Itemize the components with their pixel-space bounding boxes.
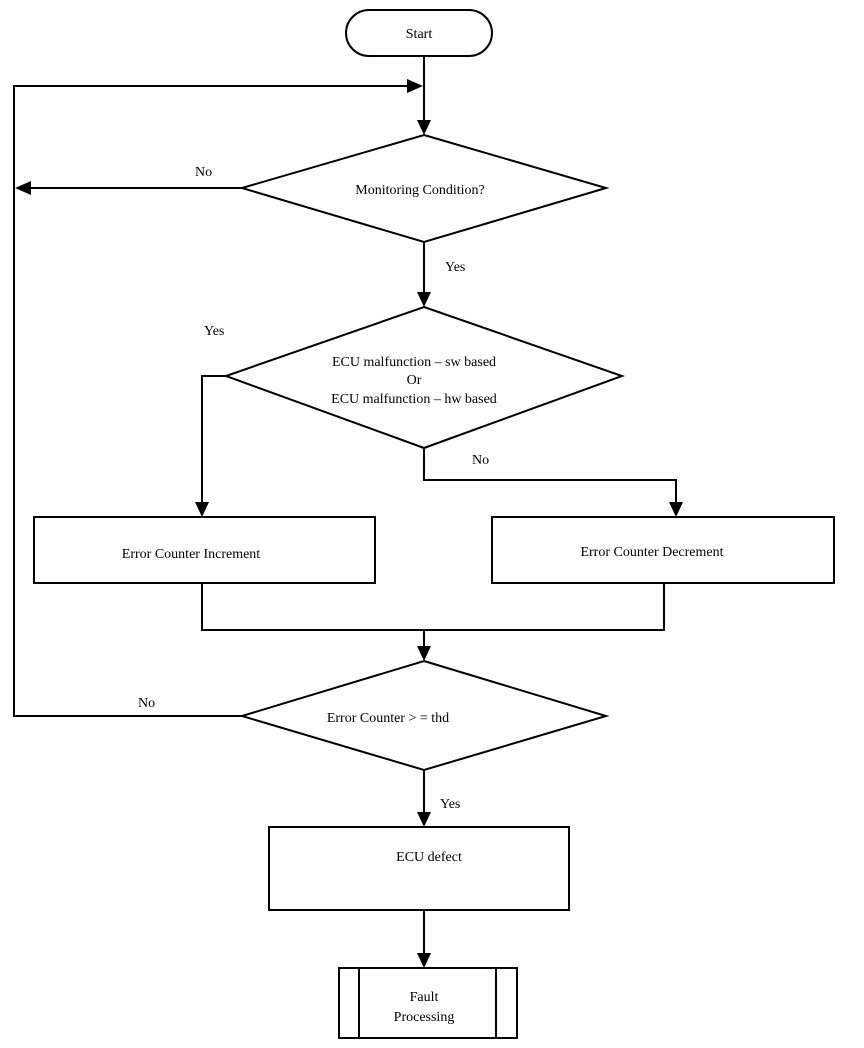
defect-box: [268, 826, 570, 911]
arrowhead-to-increment: [195, 502, 209, 517]
arrowhead-to-defect: [417, 812, 431, 827]
malfunction-label-line3: ECU malfunction – hw based: [331, 392, 497, 407]
increment-label: Error Counter Increment: [122, 547, 260, 562]
malfunction-no-label: No: [472, 453, 489, 468]
arrowhead-to-monitoring: [417, 120, 431, 135]
malfunction-diamond: [223, 305, 625, 450]
connector-malfunction-yes: [201, 375, 226, 505]
fault-label-line2: Processing: [394, 1010, 455, 1025]
connector-increment-to-join: [201, 583, 665, 631]
arrowhead-monitoring-no: [15, 181, 31, 195]
threshold-no-label: No: [138, 696, 155, 711]
arrowheads: [15, 79, 683, 968]
start-label: Start: [406, 27, 433, 42]
arrowhead-to-threshold: [417, 646, 431, 661]
connector-malfunction-no: [423, 448, 677, 505]
increment-process: Error Counter Increment: [33, 516, 376, 584]
malfunction-yes-label: Yes: [204, 324, 224, 339]
decrement-box: [491, 516, 835, 584]
connectors: [13, 56, 677, 956]
fault-predefined-process: Fault Processing: [338, 967, 518, 1039]
malfunction-decision: ECU malfunction – sw based Or ECU malfun…: [223, 305, 625, 450]
threshold-diamond: [238, 659, 610, 772]
arrowhead-to-malfunction: [417, 292, 431, 307]
monitoring-diamond: [238, 133, 610, 244]
connector-loop-return: [13, 85, 408, 717]
fault-box: [338, 967, 518, 1039]
fault-label-line1: Fault: [410, 990, 439, 1005]
threshold-label: Error Counter > = thd: [327, 711, 449, 726]
start-terminal-shape: [345, 9, 493, 57]
arrowhead-to-decrement: [669, 502, 683, 517]
arrowhead-to-fault: [417, 953, 431, 968]
monitoring-label: Monitoring Condition?: [355, 183, 485, 198]
arrowhead-loop-entry: [407, 79, 423, 93]
threshold-yes-label: Yes: [440, 797, 460, 812]
threshold-decision: Error Counter > = thd: [238, 659, 610, 772]
decrement-process: Error Counter Decrement: [491, 516, 835, 584]
edge-labels: No Yes Yes No No Yes: [138, 165, 489, 812]
malfunction-label-line1: ECU malfunction – sw based: [332, 355, 496, 370]
increment-box: [33, 516, 376, 584]
monitoring-yes-label: Yes: [445, 260, 465, 275]
start-node: Start: [345, 9, 493, 57]
decrement-label: Error Counter Decrement: [580, 545, 723, 560]
malfunction-label-line2: Or: [407, 373, 422, 388]
defect-process: ECU defect: [268, 826, 570, 911]
monitoring-no-label: No: [195, 165, 212, 180]
monitoring-decision: Monitoring Condition?: [238, 133, 610, 244]
defect-label: ECU defect: [396, 850, 462, 865]
